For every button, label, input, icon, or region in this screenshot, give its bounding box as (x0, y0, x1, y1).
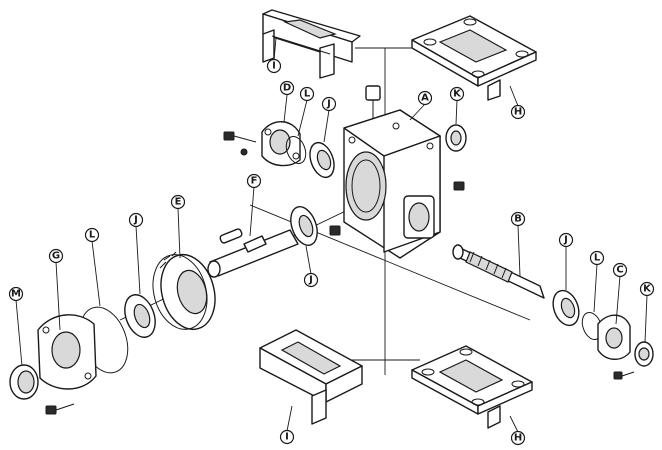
callout-j-mid: J (303, 272, 319, 288)
callout-d: D (279, 80, 295, 96)
oil-seal-right (634, 341, 654, 367)
callout-l-right: L (589, 250, 605, 266)
flange-cover-right (597, 314, 631, 360)
callout-a: A (417, 90, 433, 106)
oil-seal-upper (445, 124, 467, 152)
callout-label-j-right: J (563, 235, 568, 246)
bolt-upper-left (223, 131, 257, 156)
callout-g: G (48, 248, 64, 264)
gearbox-housing (343, 109, 465, 259)
callout-label-k-right: K (643, 284, 652, 295)
set-screw-middle (329, 225, 341, 236)
callout-l-top: L (299, 86, 315, 102)
callout-label-e: E (175, 197, 182, 208)
callout-k-right: K (639, 281, 655, 297)
o-ring-upper (285, 135, 307, 165)
mounting-plate-top-right (411, 15, 537, 101)
callout-label-a: A (421, 93, 429, 104)
callout-label-l-left: L (89, 230, 96, 241)
callout-label-h-top: H (514, 107, 522, 118)
flange-cover-upper (261, 121, 301, 167)
callout-j-left: J (128, 212, 144, 228)
output-shaft (207, 228, 299, 278)
callout-label-j-left: J (133, 215, 138, 226)
mounting-foot-bottom-left (259, 329, 363, 425)
worm-shaft (452, 244, 545, 299)
callout-b: B (510, 211, 526, 227)
bearing-middle (290, 206, 318, 246)
callout-h-top: H (510, 104, 526, 120)
callout-i-top: I (266, 58, 282, 74)
bearing-left (124, 294, 156, 338)
callout-j-top: J (321, 96, 337, 112)
flange-cover-left (37, 314, 97, 390)
callout-label-g: G (52, 251, 60, 262)
bearing-upper (309, 141, 335, 179)
callout-label-m: M (11, 289, 21, 300)
callout-label-l-top: L (304, 89, 311, 100)
callout-label-f: F (251, 176, 258, 187)
callout-l-left: L (84, 227, 100, 243)
callout-e: E (170, 194, 186, 210)
callout-k-top: K (449, 86, 465, 102)
callout-h-bottom: H (510, 430, 526, 446)
worm-wheel (152, 251, 216, 331)
callout-label-h-bottom: H (514, 433, 522, 444)
callout-label-c: C (616, 265, 623, 276)
callout-label-i-top: I (272, 61, 276, 72)
bolt-lower-right (613, 371, 635, 380)
callout-label-j-top: J (326, 99, 331, 110)
callout-j-right: J (558, 232, 574, 248)
callout-leaders (15, 37, 648, 433)
breather-plug (365, 85, 381, 118)
callout-label-d: D (283, 83, 291, 94)
callout-i-bottom: I (279, 429, 295, 445)
end-cap (9, 364, 39, 400)
callout-label-k-top: K (453, 89, 462, 100)
callout-f: F (246, 173, 262, 189)
callout-label-i-bottom: I (285, 432, 289, 443)
callout-label-l-right: L (594, 253, 601, 264)
callout-m: M (8, 286, 24, 302)
callout-label-b: B (514, 214, 522, 225)
callout-label-j-mid: J (308, 275, 313, 286)
mounting-plate-bottom-right (411, 345, 533, 429)
bolt-lower-left (45, 403, 75, 415)
callout-c: C (612, 262, 628, 278)
bearing-right (552, 289, 580, 327)
